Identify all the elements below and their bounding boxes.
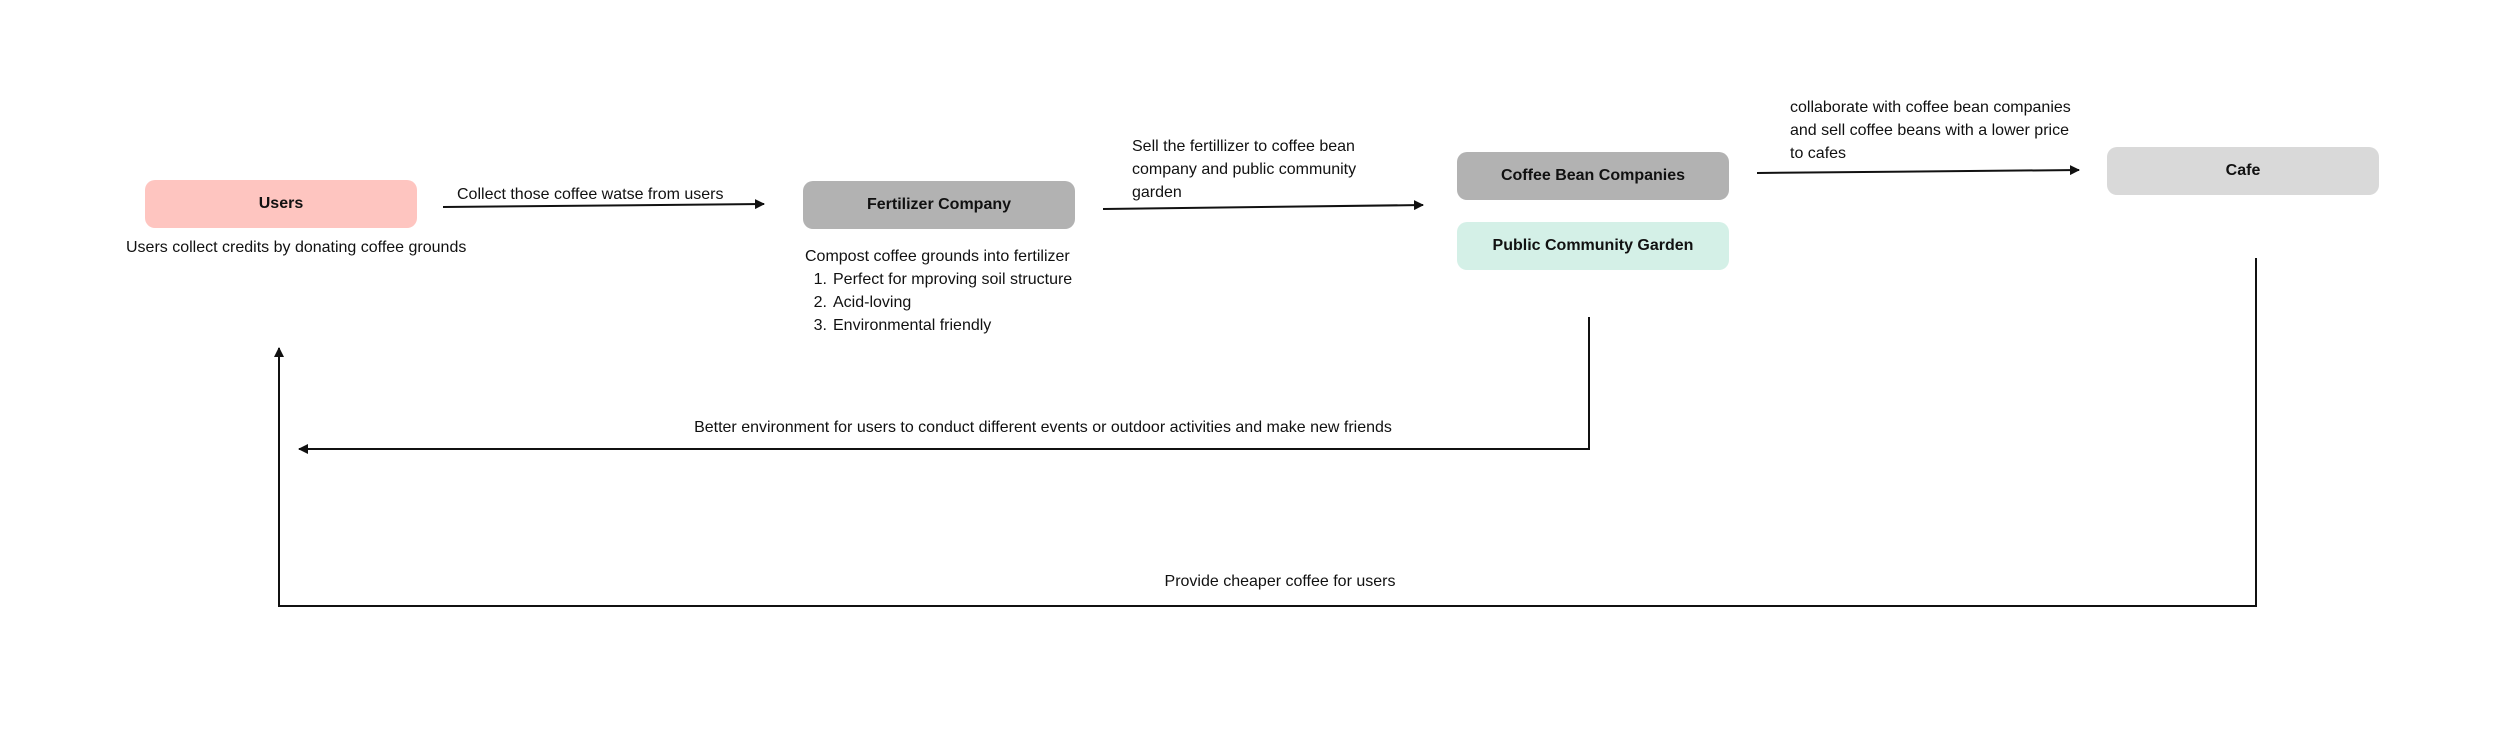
arrow-garden-to-users bbox=[298, 317, 1590, 454]
list-item: 2. Acid-loving bbox=[805, 291, 1072, 314]
arrow-users-to-fertilizer bbox=[442, 199, 765, 210]
node-fertilizer-company: Fertilizer Company bbox=[803, 181, 1075, 229]
list-item-text: Acid-loving bbox=[833, 294, 912, 311]
note-fertilizer-heading: Compost coffee grounds into fertilizer bbox=[805, 248, 1070, 265]
node-fertilizer-company-label: Fertilizer Company bbox=[866, 196, 1012, 213]
edge-label-users-to-fertilizer: Collect those coffee watse from users bbox=[457, 186, 724, 203]
note-fertilizer-list: 1. Perfect for mproving soil structure 2.… bbox=[805, 268, 1073, 337]
arrow-fertilizer-to-coffee bbox=[1102, 200, 1424, 211]
node-users-label: Users bbox=[258, 195, 304, 212]
node-users: Users bbox=[145, 180, 417, 228]
node-coffee-bean-companies: Coffee Bean Companies bbox=[1457, 152, 1729, 200]
list-item-text: Perfect for mproving soil structure bbox=[833, 271, 1073, 288]
node-cafe: Cafe bbox=[2107, 147, 2379, 195]
node-public-community-garden: Public Community Garden bbox=[1457, 222, 1729, 270]
list-item-text: Environmental friendly bbox=[833, 317, 992, 334]
note-users: Users collect credits by donating coffee… bbox=[126, 239, 467, 256]
list-item: 1. Perfect for mproving soil structure bbox=[805, 268, 1073, 291]
list-item-number: 2. bbox=[813, 294, 827, 311]
node-cafe-label: Cafe bbox=[2225, 162, 2261, 179]
node-coffee-bean-companies-label: Coffee Bean Companies bbox=[1500, 167, 1686, 184]
arrow-cafe-to-users bbox=[274, 258, 2257, 607]
list-item-number: 1. bbox=[813, 271, 827, 288]
edge-label-cafe-to-users: Provide cheaper coffee for users bbox=[1164, 573, 1396, 590]
edge-label-fertilizer-to-coffee: Sell the fertillizer to coffee bean comp… bbox=[1132, 138, 1357, 201]
node-public-community-garden-label: Public Community Garden bbox=[1492, 237, 1694, 254]
note-fertilizer: Compost coffee grounds into fertilizer 1… bbox=[805, 245, 1072, 337]
edge-label-coffee-to-cafe: collaborate with coffee bean companies a… bbox=[1790, 99, 2071, 162]
arrow-coffee-to-cafe bbox=[1756, 165, 2080, 176]
edge-label-garden-to-users: Better environment for users to conduct … bbox=[694, 419, 1392, 436]
list-item: 3. Environmental friendly bbox=[805, 314, 1072, 337]
list-item-number: 3. bbox=[813, 317, 827, 334]
